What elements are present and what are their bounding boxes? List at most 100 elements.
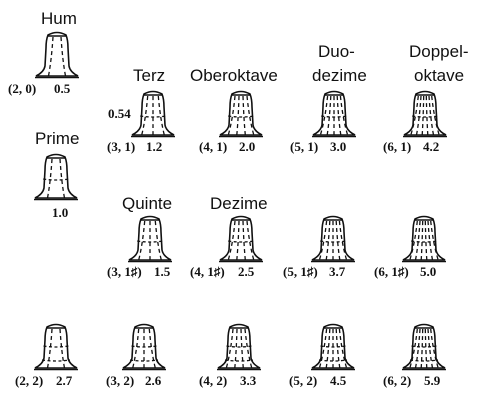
- label-doppeloktave-2: oktave: [414, 66, 465, 85]
- bell-mode-label: (2, 0): [8, 81, 37, 96]
- nodal-meridian: [242, 220, 246, 261]
- label-quinte: Quinte: [122, 194, 173, 213]
- label-hum: Hum: [41, 9, 77, 28]
- nodal-circle: [129, 359, 159, 362]
- bell-5-1: [311, 89, 357, 139]
- bell-mode-label: (4, 2): [199, 373, 228, 388]
- nodal-circle: [411, 240, 437, 243]
- nodal-meridian: [421, 95, 425, 136]
- bell-drawing: [122, 323, 166, 371]
- bell-ratio-label: 4.5: [330, 373, 347, 388]
- nodal-meridian: [336, 95, 342, 136]
- bell-mode-label: (3, 1): [107, 139, 136, 154]
- bell-outline: [402, 323, 446, 369]
- nodal-meridian: [227, 220, 236, 261]
- bell-mode-label: (2, 2): [15, 373, 44, 388]
- nodal-meridian: [325, 220, 331, 261]
- bell-drawing: [402, 215, 446, 263]
- nodal-meridian: [427, 328, 434, 369]
- bell-drawing: [34, 323, 78, 371]
- bell-6-1: [402, 89, 448, 139]
- nodal-circle: [41, 359, 71, 362]
- nodal-circle: [320, 345, 346, 348]
- bell-mode-label: (3, 2): [106, 373, 135, 388]
- bell-drawing: [311, 323, 355, 371]
- label-prime: Prime: [35, 129, 80, 148]
- nodal-meridian: [424, 328, 428, 369]
- nodal-meridian: [236, 220, 240, 261]
- nodal-meridian: [338, 328, 348, 369]
- nodal-meridian: [318, 328, 328, 369]
- bell-mode-label: (4, 1♯): [190, 264, 225, 279]
- bell-mode-label: (6, 1♯): [374, 264, 409, 279]
- bell-ratio-label: 1.0: [52, 205, 69, 220]
- nodal-meridian: [335, 328, 341, 369]
- nodal-meridian: [431, 95, 440, 136]
- nodal-circle: [226, 345, 252, 348]
- nodal-meridian: [242, 95, 246, 136]
- bell-mode-label: (5, 1♯): [283, 264, 318, 279]
- bell-mode-label: (3, 1♯): [107, 264, 142, 279]
- bell-mode-label: (5, 1): [290, 139, 319, 154]
- nodal-meridian: [325, 328, 331, 369]
- bell-5-2: [310, 322, 356, 372]
- nodal-meridian: [409, 328, 418, 369]
- bell-6-2: [401, 322, 447, 372]
- bell-mode-label: (6, 1): [383, 139, 412, 154]
- bell-ratio-label: 5.0: [420, 264, 437, 279]
- bell-2-2: [33, 322, 79, 372]
- bell-drawing: [219, 215, 263, 263]
- bell-outline: [217, 323, 261, 369]
- nodal-meridian: [46, 158, 53, 199]
- nodal-meridian: [240, 328, 244, 369]
- nodal-meridian: [157, 95, 165, 136]
- bell-4-1-sharp: [218, 214, 264, 264]
- nodal-meridian: [338, 220, 348, 261]
- side-note-value: 0.54: [108, 106, 131, 121]
- label-oberoktave: Oberoktave: [190, 66, 278, 85]
- bell-2-0: [34, 30, 80, 80]
- nodal-meridian: [236, 95, 240, 136]
- bell-drawing: [34, 153, 78, 201]
- nodal-circle: [318, 359, 348, 362]
- nodal-circle: [131, 345, 157, 348]
- nodal-meridian: [318, 220, 328, 261]
- nodal-meridian: [244, 328, 253, 369]
- bell-ratio-label: 3.7: [329, 264, 346, 279]
- nodal-meridian: [246, 95, 255, 136]
- bell-drawing: [128, 215, 172, 263]
- bell-drawing: [35, 31, 79, 79]
- bell-outline: [34, 153, 78, 199]
- nodal-meridian: [132, 328, 140, 369]
- nodal-meridian: [326, 95, 332, 136]
- bell-drawing: [311, 215, 355, 263]
- bell-ratio-label: 5.9: [424, 373, 441, 388]
- nodal-meridian: [424, 220, 428, 261]
- bell-prime: [33, 152, 79, 202]
- nodal-meridian: [60, 36, 67, 77]
- nodal-meridian: [414, 220, 421, 261]
- bell-ratio-label: 3.0: [330, 139, 347, 154]
- bell-3-2: [121, 322, 167, 372]
- bell-ratio-label: 2.7: [56, 373, 73, 388]
- bell-outline: [402, 215, 446, 261]
- bell-outline: [311, 215, 355, 261]
- bell-ratio-label: 3.3: [240, 373, 257, 388]
- nodal-meridian: [234, 328, 238, 369]
- nodal-meridian: [138, 220, 146, 261]
- bell-ratio-label: 1.2: [146, 139, 163, 154]
- nodal-meridian: [420, 220, 424, 261]
- bell-ratio-label: 2.0: [239, 139, 256, 154]
- nodal-meridian: [154, 220, 162, 261]
- nodal-meridian: [227, 95, 236, 136]
- nodal-meridian: [414, 328, 421, 369]
- bell-outline: [128, 215, 172, 261]
- nodal-meridian: [335, 220, 341, 261]
- bell-mode-label: (5, 2): [289, 373, 318, 388]
- nodal-meridian: [59, 158, 66, 199]
- label-doppeloktave-1: Doppel-: [409, 42, 469, 61]
- bell-outline: [219, 215, 263, 261]
- nodal-circle: [224, 359, 254, 362]
- label-terz: Terz: [133, 66, 166, 85]
- bell-outline: [35, 31, 79, 77]
